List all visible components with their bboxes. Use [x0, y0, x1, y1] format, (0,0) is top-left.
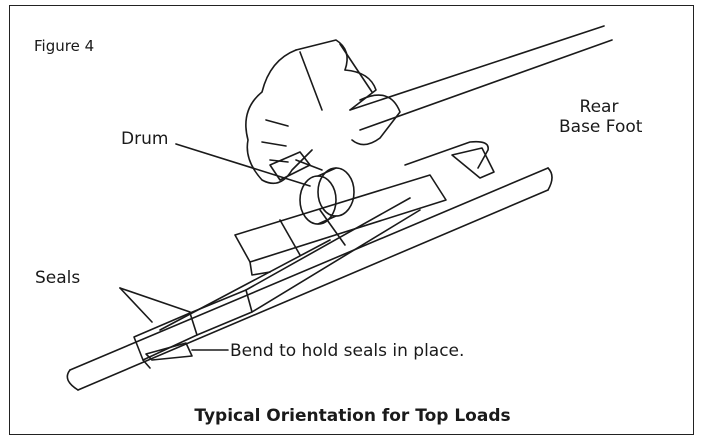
- figure-caption: Typical Orientation for Top Loads: [194, 406, 511, 426]
- seals-callout: Seals: [35, 268, 81, 288]
- rear-callout-line2: Base Foot: [559, 117, 643, 137]
- drum-callout: Drum: [121, 129, 169, 149]
- seals-shape: [133, 289, 253, 369]
- rear-callout-line1: Rear: [579, 97, 619, 117]
- gloved-hands: [245, 39, 401, 185]
- bend-tab-shape: [145, 342, 229, 361]
- figure-frame: [9, 5, 694, 435]
- figure-number-label: Figure 4: [34, 37, 95, 55]
- rear-base-foot-shape: [404, 140, 495, 179]
- drum-shape: [269, 151, 355, 225]
- strap-upper: [159, 197, 421, 331]
- bend-callout: Bend to hold seals in place.: [230, 341, 465, 361]
- strap-band: [66, 167, 553, 391]
- tool-base: [234, 174, 447, 276]
- seals-leader-lines: [119, 287, 191, 323]
- drum-leader-line: [175, 143, 311, 187]
- rear-base-foot-callout: Rear Base Foot: [559, 97, 643, 137]
